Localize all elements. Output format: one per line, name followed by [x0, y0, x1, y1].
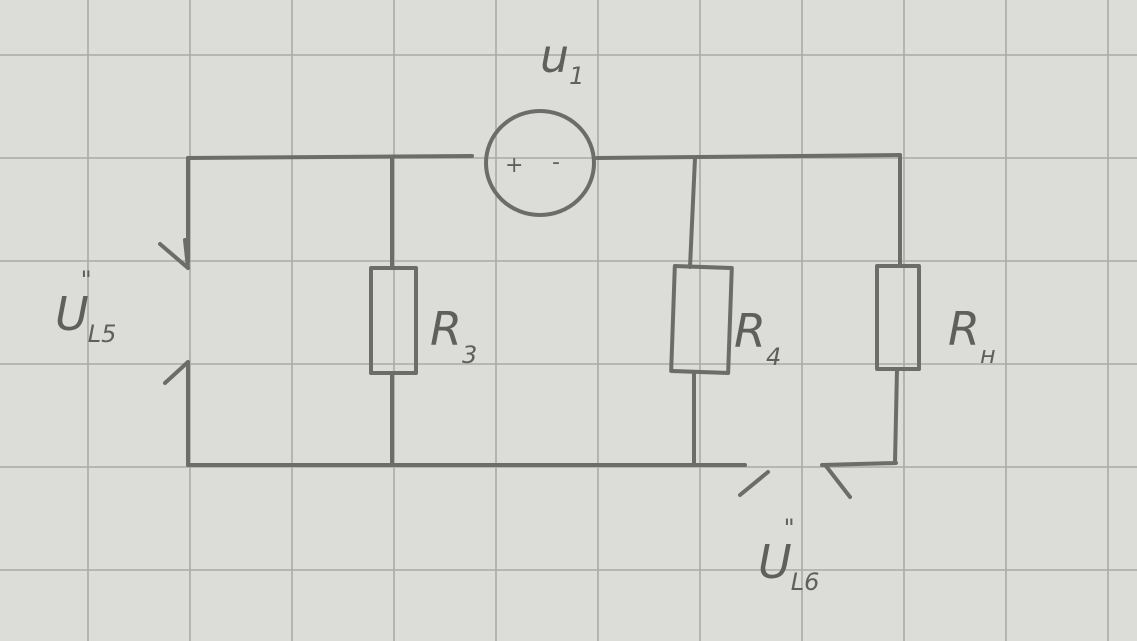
label-voltage-right: U"L6 [758, 514, 819, 596]
tick-bottom-right [824, 464, 852, 499]
top-wire-left [186, 154, 474, 160]
source-plus-sign: + [505, 153, 523, 178]
label-voltage-left: U"L5 [55, 266, 116, 348]
tick-bottom-left [738, 470, 770, 497]
resistor-rn [875, 264, 921, 371]
resistor-r4 [669, 264, 734, 375]
arrow-left-top [158, 238, 190, 270]
label-r3: R3 [430, 302, 477, 369]
voltage-source [484, 109, 596, 217]
arrow-left-bottom [163, 360, 190, 390]
bottom-wire-right [820, 461, 898, 467]
label-source: u1 [540, 29, 584, 90]
label-rn: Rн [948, 302, 996, 369]
source-minus-sign: - [552, 150, 560, 175]
r4-wire-top [688, 156, 697, 269]
label-r4: R4 [734, 304, 781, 371]
top-wire-right [595, 153, 902, 160]
rn-wire-bottom [893, 367, 899, 465]
